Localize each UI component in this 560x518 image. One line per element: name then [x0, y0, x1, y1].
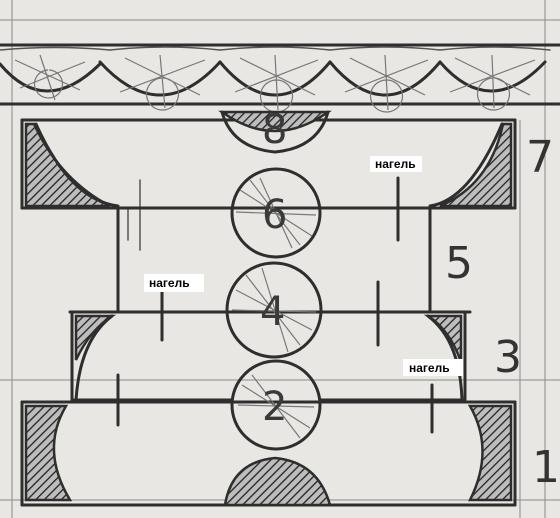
- nagel-label-3-group: нагель: [403, 359, 463, 376]
- log-number-3: 3: [494, 332, 522, 383]
- upper-left-hatch: [24, 122, 111, 208]
- nagel-label-2: нагель: [149, 276, 190, 290]
- log-number-5: 5: [445, 238, 473, 289]
- top-beam: [0, 43, 560, 113]
- log-number-4: 4: [260, 289, 285, 335]
- bottom-left-hatch: [24, 404, 73, 502]
- bottom-right-hatch: [467, 404, 513, 502]
- log-number-6: 6: [262, 192, 287, 238]
- log-number-2: 2: [262, 384, 287, 430]
- log-column: [20, 110, 517, 451]
- log-8-top-hatch: [218, 110, 332, 133]
- bottom-center-log: [223, 456, 332, 507]
- nagel-label-2-group: нагель: [144, 274, 204, 292]
- nagel-label-1: нагель: [375, 157, 416, 171]
- log-number-7: 7: [526, 132, 554, 183]
- nagel-label-3: нагель: [409, 361, 450, 375]
- upper-right-hatch: [439, 122, 513, 208]
- log-number-1: 1: [532, 442, 560, 493]
- log-number-8: 8: [262, 107, 287, 153]
- tie-lines: [70, 310, 467, 402]
- bottom-frame: [20, 373, 517, 507]
- nagel-label-1-group: нагель: [370, 156, 422, 172]
